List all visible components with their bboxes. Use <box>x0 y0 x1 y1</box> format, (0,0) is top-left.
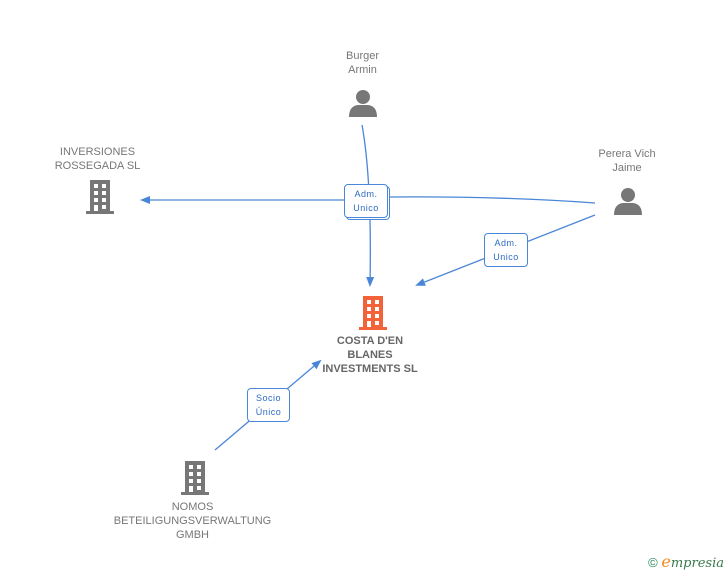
building-icon[interactable] <box>84 180 116 214</box>
relation-badge-socio-unico[interactable]: Socio Único <box>247 388 290 422</box>
relation-line1: Adm. <box>354 189 378 199</box>
brand-initial: e <box>661 552 671 571</box>
relation-line2: Unico <box>493 252 519 262</box>
relation-line2: Unico <box>353 203 379 213</box>
node-label-nomos[interactable]: NOMOS BETEILIGUNGSVERWALTUNG GMBH <box>113 501 272 541</box>
building-icon[interactable] <box>179 461 211 495</box>
relation-line2: Único <box>255 407 282 417</box>
person-icon[interactable] <box>613 186 643 216</box>
copyright-symbol: © <box>648 555 658 570</box>
node-label-perera-vich-jaime[interactable]: Perera Vich Jaime <box>598 148 656 174</box>
node-label-costa-den-blanes[interactable]: COSTA D'EN BLANES INVESTMENTS SL <box>322 335 418 375</box>
brand-name: mpresia <box>670 556 724 571</box>
node-label-inversiones-rossegada[interactable]: INVERSIONES ROSSEGADA SL <box>54 146 141 172</box>
relation-badge-adm-unico[interactable]: Adm. Unico <box>484 233 528 267</box>
relation-line1: Adm. <box>494 238 518 248</box>
node-label-burger-armin[interactable]: Burger Armin <box>345 50 380 76</box>
empresia-logo[interactable]: © empresia <box>648 552 724 571</box>
person-icon[interactable] <box>348 88 378 118</box>
building-icon-main[interactable] <box>357 296 389 330</box>
relation-badge-adm-unico[interactable]: Adm. Unico <box>344 184 388 218</box>
edge-perera-inversiones <box>387 196 596 204</box>
relation-line1: Socio <box>255 393 281 403</box>
